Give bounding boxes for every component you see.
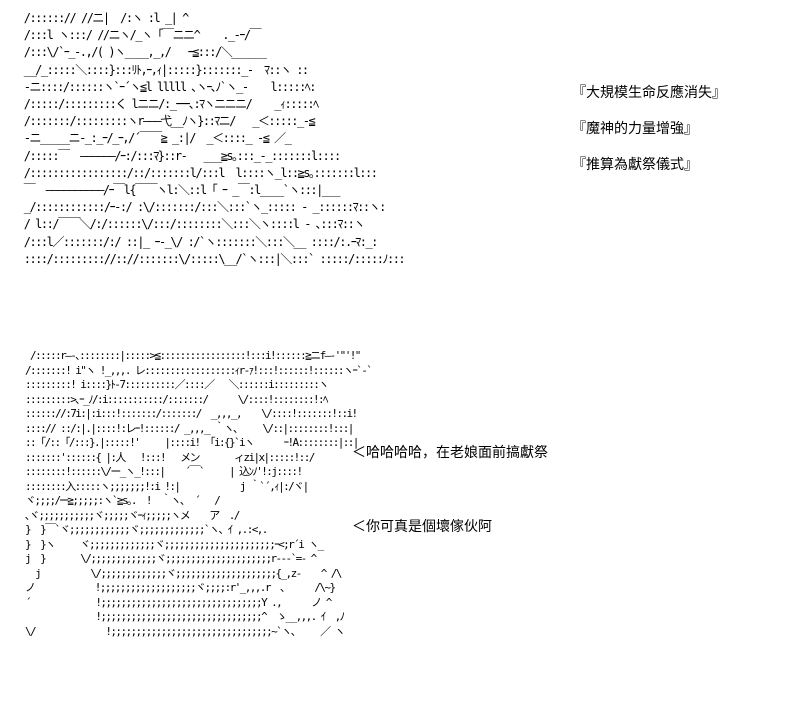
dialogue-line-1: ＜哈哈哈哈，在老娘面前搞獻祭 bbox=[352, 445, 548, 461]
narration-line-1: 『大規模生命反應消失』 bbox=[572, 85, 726, 101]
narration-line-2: 『魔神的力量增強』 bbox=[572, 121, 698, 137]
top-ascii-art: /::::::// //ニ| /:ヽ :l _| ^ /:::l ヽ:::/ /… bbox=[23, 11, 406, 266]
bottom-ascii-art: /:::::r―-､::::::::|:::::>≦::::::::::::::… bbox=[25, 349, 373, 638]
dialogue-line-2: ＜你可真是個壞傢伙阿 bbox=[352, 519, 492, 535]
narration-line-3: 『推算為獻祭儀式』 bbox=[572, 157, 698, 173]
